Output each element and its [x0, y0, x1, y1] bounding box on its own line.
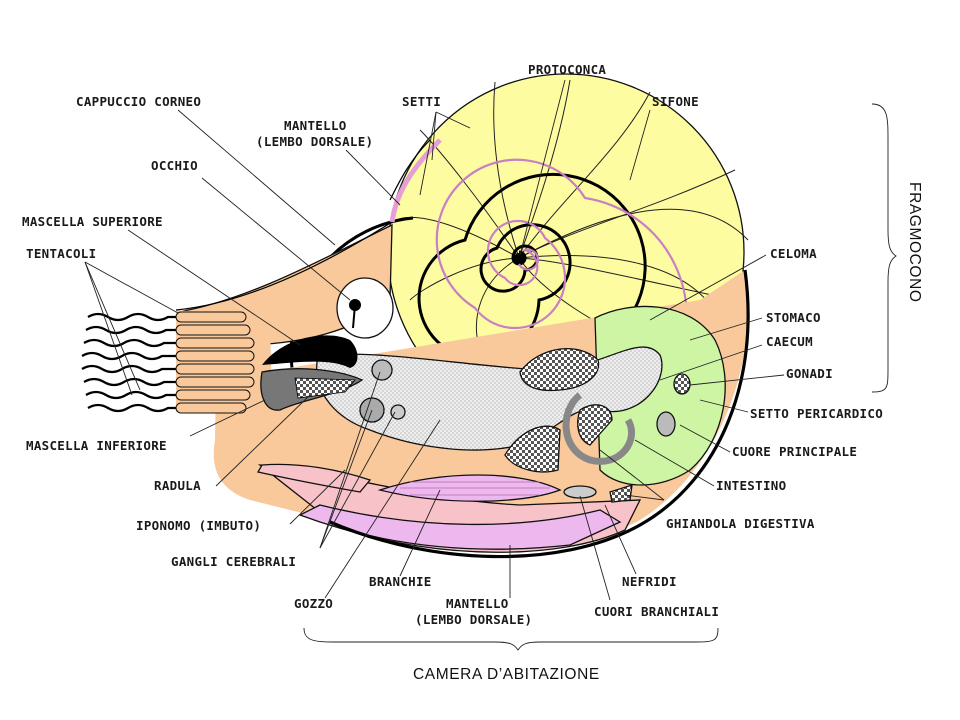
- label-mantello-dorsale-2: (LEMBO DORSALE): [256, 134, 373, 149]
- label-celoma: CELOMA: [770, 246, 817, 261]
- label-nefridi: NEFRIDI: [622, 574, 677, 589]
- label-gozzo: GOZZO: [294, 596, 333, 611]
- label-gonadi: GONADI: [786, 366, 833, 381]
- mantle-dorsal-edge: [389, 138, 442, 223]
- upper-jaw: [262, 335, 358, 368]
- label-tentacoli: TENTACOLI: [26, 246, 96, 261]
- labels: PROTOCONCA CAPPUCCIO CORNEO SETTI SIFONE…: [22, 62, 923, 683]
- brace-camera: [303, 627, 719, 651]
- digestive-gland-4: [609, 484, 633, 503]
- label-cuori-branchiali: CUORI BRANCHIALI: [594, 604, 719, 619]
- label-caecum: CAECUM: [766, 334, 813, 349]
- label-occhio: OCCHIO: [151, 158, 198, 173]
- gonad: [673, 373, 691, 395]
- label-iponomo: IPONOMO (IMBUTO): [136, 518, 261, 533]
- heart: [656, 411, 676, 437]
- label-intestino: INTESTINO: [716, 478, 786, 493]
- label-setti: SETTI: [402, 94, 441, 109]
- label-stomaco: STOMACO: [766, 310, 821, 325]
- leader-lines: [84, 79, 785, 601]
- label-mantello-dorsale-1: MANTELLO: [284, 118, 347, 133]
- ganglion-3: [390, 404, 406, 420]
- tentacle-sheaths: [175, 311, 255, 414]
- label-radula: RADULA: [154, 478, 201, 493]
- label-mantello-ventrale-2: (LEMBO DORSALE): [415, 612, 532, 627]
- label-cappuccio-corneo: CAPPUCCIO CORNEO: [76, 94, 201, 109]
- label-protoconca: PROTOCONCA: [528, 62, 606, 77]
- digestive-gland-3: [577, 404, 613, 446]
- label-sifone: SIFONE: [652, 94, 699, 109]
- eye: [336, 277, 394, 339]
- label-gangli-cerebrali: GANGLI CEREBRALI: [171, 554, 296, 569]
- brace-fragmocono: [871, 103, 897, 393]
- label-mascella-superiore: MASCELLA SUPERIORE: [22, 214, 163, 229]
- label-cuore-principale: CUORE PRINCIPALE: [732, 444, 857, 459]
- label-mantello-ventrale-1: MANTELLO: [446, 596, 509, 611]
- branchial-hearts: [563, 485, 597, 499]
- digestive-gland-1: [519, 348, 600, 392]
- label-mascella-inferiore: MASCELLA INFERIORE: [26, 438, 167, 453]
- label-branchie: BRANCHIE: [369, 574, 432, 589]
- digestive-gland-2: [504, 425, 561, 473]
- intestine-loop: [562, 392, 636, 465]
- funnel: [256, 463, 372, 493]
- label-camera-abitazione: CAMERA D’ABITAZIONE: [413, 666, 600, 683]
- label-fragmocono: FRAGMOCONO: [906, 182, 923, 303]
- ganglion-1: [371, 359, 393, 381]
- label-ghiandola-digestiva: GHIANDOLA DIGESTIVA: [666, 516, 815, 531]
- tentacles: [81, 312, 176, 413]
- label-setto-pericardico: SETTO PERICARDICO: [750, 406, 883, 421]
